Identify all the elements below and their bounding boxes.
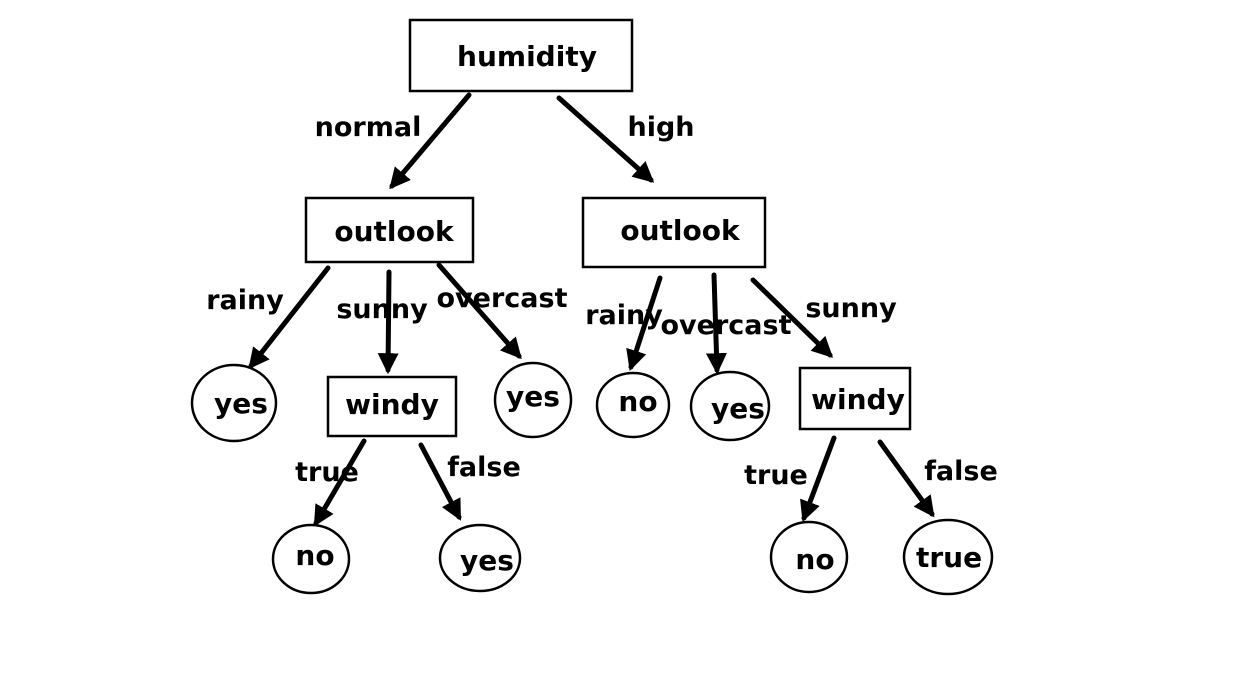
leaf-high-rainy: no [595, 371, 671, 439]
edge-outlook-right-overcast [705, 272, 727, 375]
edge-label-normal-overcast: overcast [437, 283, 568, 314]
edge-outlook-right-rainy [626, 275, 663, 371]
edge-windy-right-true [800, 435, 837, 522]
node-outlook-right-label: outlook [620, 214, 741, 247]
leaf-high-overcast-label: yes [711, 392, 765, 425]
leaf-normal-rainy: yes [190, 363, 278, 443]
leaf-normal-windy-false-label: yes [460, 544, 514, 577]
edge-label-high-windy-true: true [744, 460, 808, 491]
node-humidity-label: humidity [457, 40, 597, 73]
edge-label-high: high [627, 112, 694, 143]
node-humidity: humidity [408, 18, 634, 93]
leaf-high-windy-true: no [769, 520, 849, 594]
leaf-high-windy-false-label: true [916, 541, 982, 574]
leaf-high-overcast: yes [689, 370, 771, 442]
leaf-normal-overcast-label: yes [506, 380, 560, 413]
leaf-normal-windy-false: yes [438, 523, 522, 593]
node-windy-right: windy [798, 366, 912, 431]
node-windy-left: windy [326, 375, 458, 438]
edge-label-high-sunny: sunny [805, 293, 897, 324]
leaf-high-windy-false: true [902, 518, 994, 596]
edge-label-high-windy-false: false [924, 456, 998, 487]
edge-label-high-rainy: rainy [585, 300, 663, 331]
edge-label-normal-windy-false: false [447, 452, 521, 483]
node-outlook-left: outlook [304, 196, 475, 264]
node-windy-left-label: windy [345, 388, 439, 421]
edge-label-high-overcast: overcast [661, 310, 792, 341]
edge-humidity-high [556, 95, 655, 183]
leaf-normal-rainy-label: yes [214, 387, 268, 420]
edge-label-normal-windy-true: true [295, 457, 359, 488]
edge-windy-right-false [877, 439, 935, 518]
leaf-normal-overcast: yes [493, 361, 573, 439]
edge-windy-left-false [418, 442, 462, 521]
node-windy-right-label: windy [811, 383, 905, 416]
node-outlook-right: outlook [581, 196, 767, 269]
edge-outlook-left-rainy [248, 265, 331, 370]
edge-outlook-left-overcast [436, 262, 522, 360]
leaf-normal-windy-true-label: no [295, 539, 334, 572]
leaf-high-windy-true-label: no [795, 543, 834, 576]
leaf-normal-windy-true: no [271, 523, 351, 595]
edge-humidity-normal [389, 92, 472, 190]
edge-label-normal-rainy: rainy [206, 285, 284, 316]
node-outlook-left-label: outlook [334, 215, 455, 248]
edge-label-normal: normal [315, 112, 422, 143]
edge-windy-left-true [313, 438, 367, 527]
edge-labels: normal high rainy sunny overcast true fa… [206, 112, 998, 491]
edge-label-normal-sunny: sunny [336, 294, 428, 325]
edge-outlook-left-sunny [377, 269, 399, 375]
edges [248, 92, 935, 527]
leaf-high-rainy-label: no [618, 385, 657, 418]
edge-outlook-right-sunny [750, 277, 834, 358]
